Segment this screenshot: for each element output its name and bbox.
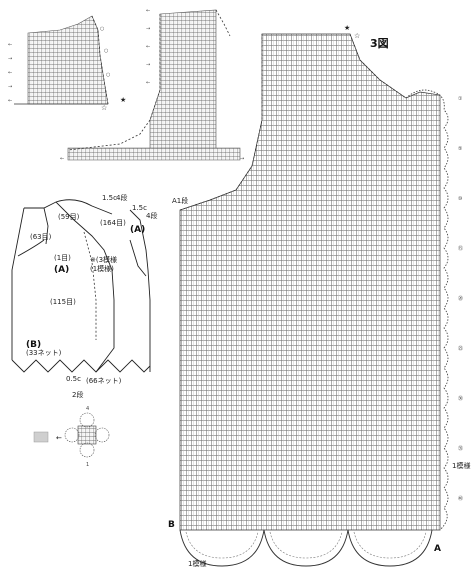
svg-text:㉟: ㉟	[458, 445, 463, 452]
motif-arrow: ←	[56, 434, 62, 442]
hem-scallops	[179, 529, 433, 567]
hem-height-label: 0.5c	[66, 375, 81, 383]
svg-text:⑳: ⑳	[458, 295, 463, 302]
corner-b-label: B	[168, 520, 175, 530]
neck-right-label: 1.5c	[132, 204, 147, 212]
svg-text:→: →	[146, 62, 150, 68]
back-width-label: (59目)	[58, 213, 80, 221]
neck-left-rows-label: 4段	[116, 193, 127, 202]
pattern-repeat-right: 1模様	[452, 461, 470, 470]
part-a-right-label: (A)	[130, 225, 145, 235]
row-start-label: A1段	[172, 196, 188, 205]
part-b-label: (B)	[26, 340, 41, 350]
motif-diagram	[33, 412, 110, 458]
svg-text:→: →	[240, 156, 244, 162]
armhole-border	[349, 33, 407, 99]
svg-text:←: ←	[146, 80, 150, 86]
svg-text:㉕: ㉕	[458, 345, 463, 352]
vest-zigzag-hem	[11, 359, 151, 373]
row-markers-left: ← → ← → ← ○ ○ ○	[8, 26, 110, 104]
left-body-label: (115目)	[50, 298, 76, 306]
neck-edge	[149, 14, 161, 121]
pattern-repeat-bottom: 1模様	[188, 559, 206, 568]
part-a-label: (A)	[54, 265, 69, 275]
svg-text:←: ←	[60, 156, 64, 162]
svg-text:←: ←	[146, 44, 150, 50]
svg-text:⑩: ⑩	[458, 196, 463, 202]
svg-text:→: →	[146, 26, 150, 32]
star-open: ☆	[354, 32, 360, 40]
svg-text:⑮: ⑮	[458, 245, 463, 252]
svg-text:←: ←	[146, 8, 150, 14]
svg-text:㉚: ㉚	[458, 395, 463, 402]
hem-width-right-label: (66ネット)	[86, 377, 122, 385]
hem-width-left-label: (33ネット)	[26, 349, 62, 357]
svg-text:㊵: ㊵	[458, 495, 463, 502]
front-scallop-edge	[405, 89, 449, 531]
motif-swatch	[33, 431, 49, 443]
svg-text:→: →	[8, 56, 12, 62]
motif-bottom-number: 1	[86, 462, 89, 468]
svg-text:①: ①	[458, 96, 463, 102]
svg-text:→: →	[8, 84, 12, 90]
neck-curve	[67, 119, 151, 151]
neck-right-rows-label: 4段	[146, 211, 157, 220]
svg-text:○: ○	[100, 26, 104, 32]
svg-text:⑤: ⑤	[458, 146, 462, 152]
row-markers-middle: ← → ← → ← ← →	[60, 8, 244, 162]
star-filled: ★	[344, 24, 350, 32]
vest-right-edge-outline	[129, 209, 151, 372]
vest-schematic	[11, 199, 151, 373]
shoulder-chart-left: ← → ← → ← ○ ○ ○	[8, 15, 110, 105]
armhole-edge	[91, 15, 109, 105]
svg-text:←: ←	[8, 98, 12, 104]
left-side-label: (63目)	[30, 233, 52, 241]
neck-left-label: 1.5c	[102, 194, 117, 202]
pattern-note-1: ※(3模様	[90, 255, 117, 264]
one-stitch-label: (1目)	[54, 254, 71, 262]
svg-text:←: ←	[8, 70, 12, 76]
front-width-label: (164目)	[100, 219, 126, 227]
svg-text:○: ○	[106, 72, 110, 78]
svg-text:←: ←	[8, 42, 12, 48]
neck-border	[179, 34, 263, 211]
pattern-note-2: (1模様)	[90, 264, 114, 273]
shoulder-chart-middle: ← → ← → ← ← →	[60, 8, 244, 162]
hem-rows-label: 2段	[72, 390, 83, 399]
motif-top-number: 4	[86, 406, 89, 412]
star-filled-small: ★	[120, 96, 126, 104]
svg-text:○: ○	[104, 48, 108, 54]
figure-label: 3図	[370, 36, 389, 50]
corner-a-label: A	[434, 544, 441, 554]
star-open-small: ☆	[101, 104, 107, 112]
vest-left-front-outline	[24, 201, 115, 373]
